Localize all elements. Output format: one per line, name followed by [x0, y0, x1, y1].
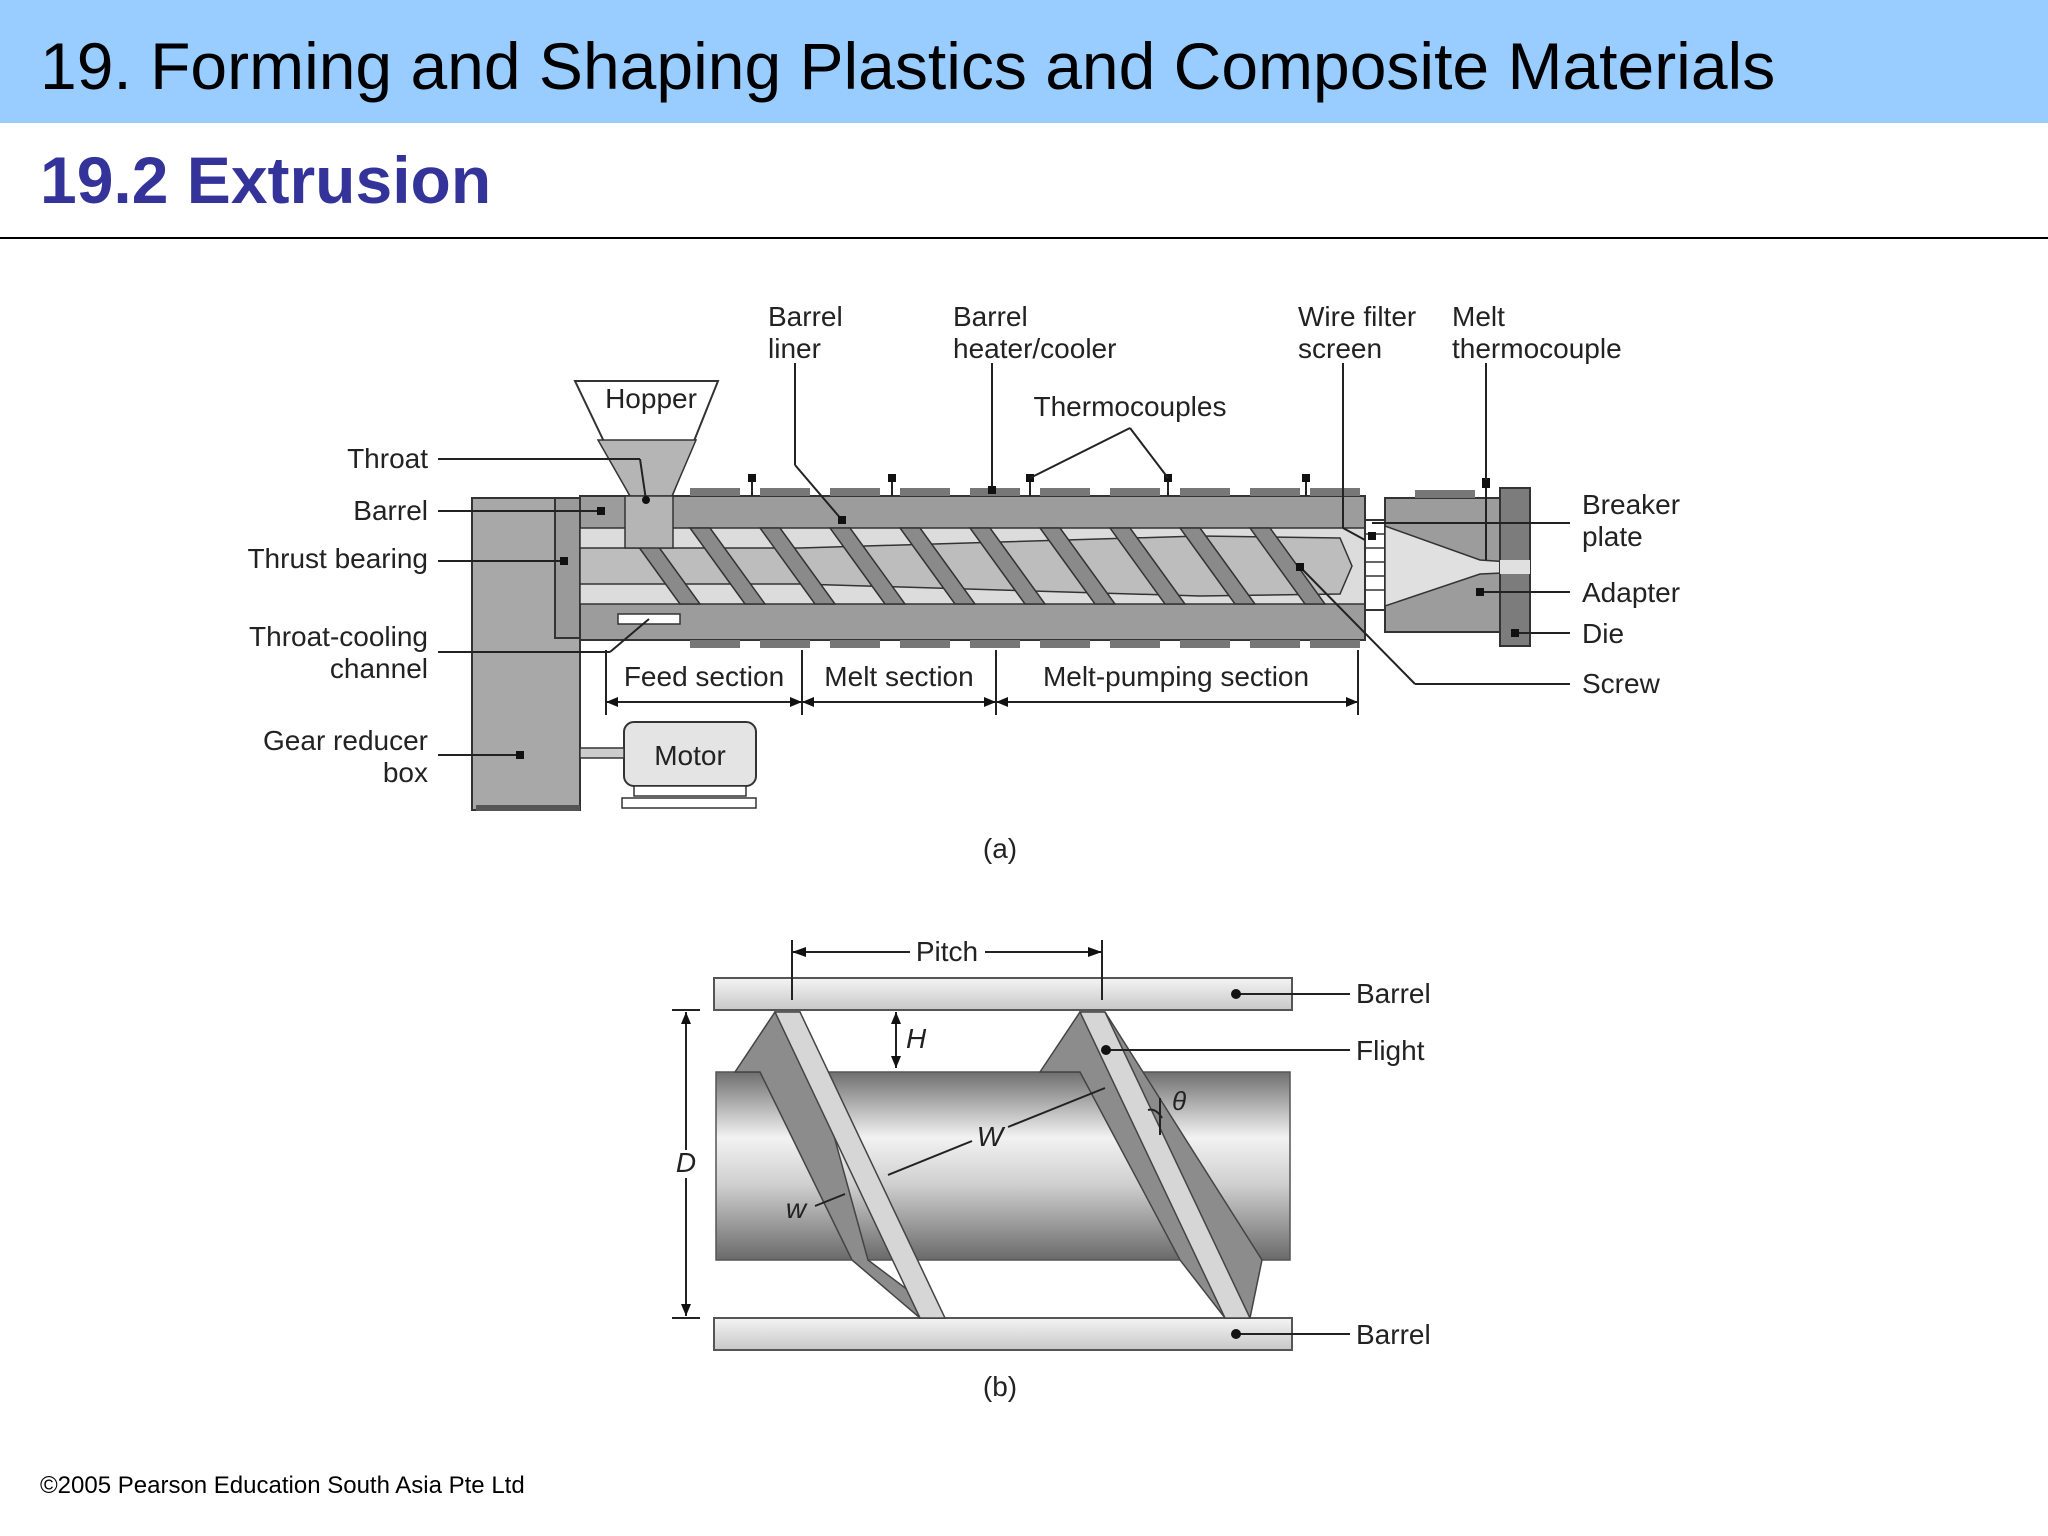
section-dimensions [605, 650, 1359, 715]
label-theta: θ [1172, 1086, 1186, 1116]
label-gear-reducer-2: box [383, 757, 428, 788]
label-melt-pumping-section: Melt-pumping section [1043, 661, 1309, 692]
label-hopper: Hopper [605, 383, 697, 414]
figure-a: Hopper Throat Barrel Thrust bearing Thro… [247, 301, 1680, 864]
title-divider [0, 237, 2048, 239]
label-D: D [676, 1147, 696, 1178]
label-throat: Throat [347, 443, 428, 474]
barrel-bottom [713, 1317, 1293, 1351]
label-throat-cooling-1: Throat-cooling [249, 621, 428, 652]
thrust-bearing [554, 497, 584, 639]
label-thrust-bearing: Thrust bearing [247, 543, 428, 574]
label-breaker-1: Breaker [1582, 489, 1680, 520]
label-die: Die [1582, 618, 1624, 649]
label-screw: Screw [1582, 668, 1661, 699]
label-melt-section: Melt section [824, 661, 973, 692]
section-title: 19.2 Extrusion [40, 143, 492, 217]
label-thermocouples: Thermocouples [1034, 391, 1227, 422]
label-wire-filter-2: screen [1298, 333, 1382, 364]
caption-b: (b) [983, 1371, 1017, 1402]
label-feed-section: Feed section [624, 661, 784, 692]
label-breaker-2: plate [1582, 521, 1643, 552]
label-motor: Motor [654, 740, 726, 771]
label-barrel-top: Barrel [1356, 978, 1431, 1009]
label-W: W [977, 1121, 1006, 1152]
label-barrel-liner-2: liner [768, 333, 821, 364]
label-barrel-heater-1: Barrel [953, 301, 1028, 332]
label-H: H [906, 1023, 927, 1054]
label-pitch: Pitch [916, 936, 978, 967]
throat [624, 495, 674, 549]
label-barrel-bottom: Barrel [1356, 1319, 1431, 1350]
chapter-title: 19. Forming and Shaping Plastics and Com… [40, 29, 1776, 103]
label-barrel-liner-1: Barrel [768, 301, 843, 332]
label-melt-thermo-2: thermocouple [1452, 333, 1622, 364]
label-gear-reducer-1: Gear reducer [263, 725, 428, 756]
label-adapter: Adapter [1582, 577, 1680, 608]
label-w: w [786, 1193, 808, 1224]
label-flight: Flight [1356, 1035, 1425, 1066]
header-bar [0, 0, 2048, 123]
barrel-top [713, 977, 1293, 1011]
caption-a: (a) [983, 833, 1017, 864]
label-barrel: Barrel [353, 495, 428, 526]
figure-b: Pitch Barrel Flight Barrel H D W w θ (b) [672, 936, 1431, 1402]
heater-bands [690, 488, 1360, 648]
copyright-notice: ©2005 Pearson Education South Asia Pte L… [40, 1472, 525, 1499]
label-melt-thermo-1: Melt [1452, 301, 1505, 332]
label-barrel-heater-2: heater/cooler [953, 333, 1116, 364]
label-throat-cooling-2: channel [330, 653, 428, 684]
label-wire-filter-1: Wire filter [1298, 301, 1416, 332]
